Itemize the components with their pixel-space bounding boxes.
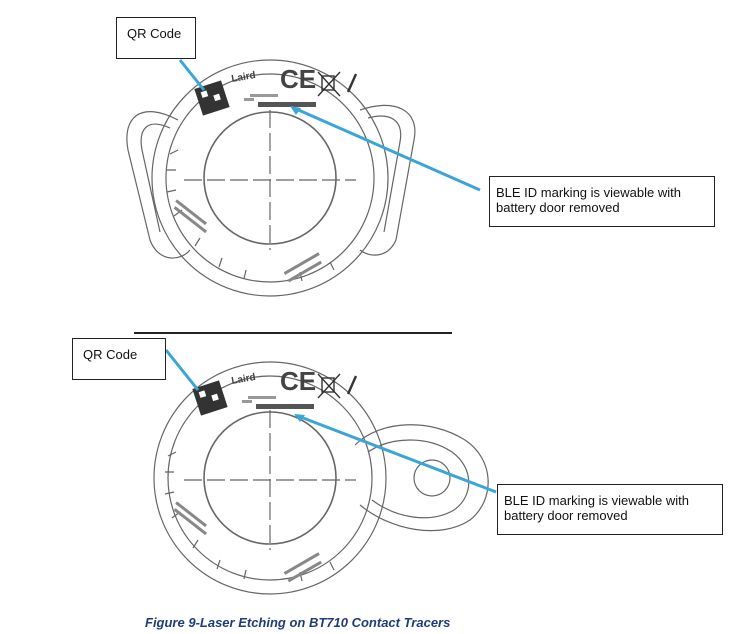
top-ble-leader-line: [293, 106, 481, 192]
bottom-mid-ring: [167, 375, 373, 581]
bottom-inner-window: [203, 411, 337, 545]
bottom-qr-code-icon: [192, 380, 228, 416]
top-ble-id-marking: [258, 102, 316, 107]
bottom-model-text-mark: [248, 396, 276, 399]
bottom-ble-id-marking: [256, 404, 314, 409]
bottom-side-etching-left: [173, 501, 207, 536]
top-ce-mark: CE: [280, 64, 316, 94]
bottom-qr-callout: QR Code: [72, 338, 166, 380]
bottom-device-drawing: [153, 361, 489, 595]
bottom-ble-arrowhead-icon: [294, 414, 305, 422]
top-mid-ring: [165, 73, 375, 283]
top-side-etching-left: [173, 199, 207, 234]
top-side-etching-bottom: [283, 252, 322, 283]
bottom-ble-label-line1: BLE ID marking is viewable with: [504, 493, 689, 508]
top-qr-label: QR Code: [127, 26, 182, 41]
top-strap-right: [359, 104, 416, 256]
bottom-qr-leader-line: [164, 349, 200, 391]
top-qr-leader-line: [178, 59, 206, 91]
top-ble-callout: BLE ID marking is viewable with battery …: [489, 176, 715, 227]
top-qr-finder2-icon: [213, 93, 221, 102]
bottom-qr-finder-icon: [198, 390, 207, 398]
top-qr-finder-icon: [200, 90, 209, 98]
top-ble-label-line1: BLE ID marking is viewable with: [496, 185, 681, 200]
top-device-drawing: [126, 59, 416, 297]
bottom-id-prefix-mark: [242, 400, 252, 403]
top-model-text-mark: [250, 94, 278, 97]
figure-caption: Figure 9-Laser Etching on BT710 Contact …: [145, 615, 451, 630]
top-ble-arrowhead-icon: [290, 106, 301, 115]
bottom-ble-callout: BLE ID marking is viewable with battery …: [497, 484, 723, 535]
bottom-weee-icon: [317, 373, 358, 399]
top-qr-callout: QR Code: [116, 17, 196, 59]
top-outer-ring: [151, 59, 389, 297]
top-ble-label-line2: battery door removed: [496, 200, 620, 215]
bottom-ce-mark: CE: [280, 366, 316, 396]
bottom-qr-label: QR Code: [83, 347, 138, 362]
bottom-brand-mark: Laird: [231, 372, 257, 387]
top-brand-mark: Laird: [231, 70, 257, 85]
bottom-lanyard-loop: [354, 424, 489, 532]
top-strap-right-inner: [367, 115, 402, 233]
bottom-outer-ring: [153, 361, 387, 595]
top-weee-icon: [317, 71, 358, 97]
top-id-prefix-mark: [244, 98, 254, 101]
bottom-lanyard-hole: [413, 459, 451, 497]
bottom-ring-notches: [164, 451, 335, 582]
top-strap-left: [126, 111, 191, 259]
bottom-ble-label-line2: battery door removed: [504, 508, 628, 523]
top-ring-notches: [166, 149, 335, 282]
bottom-qr-finder2-icon: [211, 393, 219, 402]
top-inner-window: [203, 111, 337, 245]
bottom-side-etching-bottom: [283, 552, 322, 583]
bottom-ble-leader-line: [297, 414, 497, 494]
